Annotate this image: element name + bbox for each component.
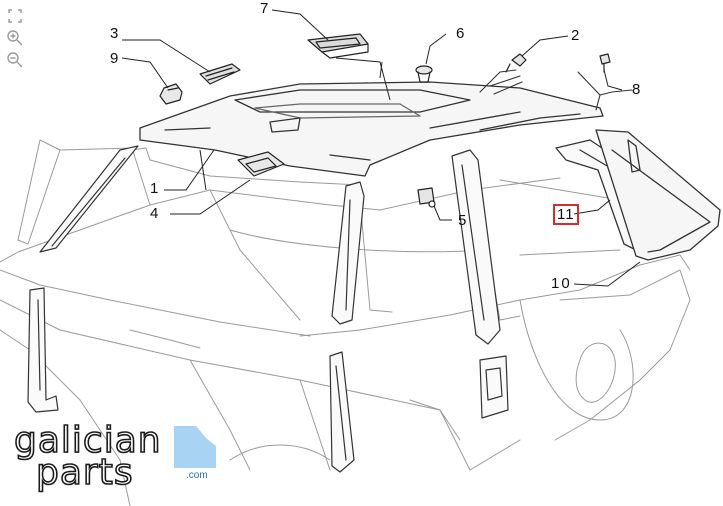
callout-10[interactable]: 10 [551, 275, 572, 292]
part-5-clip [417, 187, 436, 208]
c-pillar-trim [555, 129, 721, 261]
a-pillar-trim [329, 181, 365, 473]
callout-5[interactable]: 5 [458, 212, 467, 229]
zoom-out-icon[interactable] [4, 50, 26, 70]
callout-11-highlighted[interactable]: 11 [553, 204, 579, 225]
callout-8[interactable]: 8 [632, 81, 641, 98]
part-3-lens [199, 63, 241, 85]
callout-9[interactable]: 9 [110, 50, 119, 67]
callout-3[interactable]: 3 [110, 25, 119, 42]
brand-car-mark [174, 426, 216, 468]
part-2-screw [505, 53, 527, 73]
callout-2[interactable]: 2 [571, 27, 580, 44]
part-7-dome-lamp [307, 33, 369, 59]
fit-screen-icon[interactable] [4, 6, 26, 26]
headliner-panel [139, 81, 604, 177]
callout-1[interactable]: 1 [150, 180, 159, 197]
brand-name-line2: parts [35, 451, 134, 494]
part-8-screw [599, 53, 611, 73]
brand-domain-suffix: .com [186, 470, 208, 481]
callout-7[interactable]: 7 [260, 0, 269, 17]
side-trim-left [27, 145, 139, 413]
part-4-lamp [237, 151, 285, 177]
callout-4[interactable]: 4 [150, 205, 159, 222]
zoom-in-icon[interactable] [4, 28, 26, 48]
part-6-clip [415, 65, 433, 83]
b-pillar-trim [451, 149, 509, 419]
brand-name-line1: galician [13, 419, 162, 462]
part-9-clip [159, 83, 183, 105]
roof-rear-section [479, 69, 633, 111]
callout-6[interactable]: 6 [456, 25, 465, 42]
leader-lines [121, 9, 641, 287]
viewer-toolbar [4, 6, 28, 70]
brand-logo: galician parts .com [10, 419, 220, 494]
